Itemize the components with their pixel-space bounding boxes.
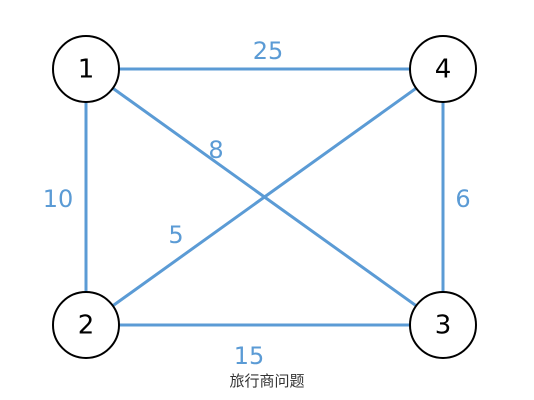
node-circle-1 [52, 35, 120, 103]
edges-layer [84, 67, 445, 327]
node-label-1: 1 [78, 55, 95, 85]
edge-weight-2-3: 15 [234, 342, 265, 370]
node-circle-4 [409, 35, 477, 103]
figure-caption: 旅行商问题 [229, 372, 305, 390]
node-label-2: 2 [78, 311, 95, 341]
nodes-layer: 1 2 3 4 [52, 35, 477, 359]
node-label-4: 4 [435, 55, 452, 85]
node-4: 4 [409, 35, 477, 103]
edge-weight-1-3: 8 [208, 136, 223, 164]
edge-weight-1-2: 10 [43, 185, 74, 213]
node-3: 3 [409, 291, 477, 359]
node-circle-2 [52, 291, 120, 359]
edge-weight-4-3: 6 [455, 185, 470, 213]
node-label-3: 3 [435, 311, 452, 341]
node-2: 2 [52, 291, 120, 359]
weights-layer: 25 10 8 5 6 15 [43, 37, 471, 370]
edge-weight-2-4: 5 [168, 221, 183, 249]
node-1: 1 [52, 35, 120, 103]
edge-2-4 [84, 67, 445, 327]
edge-weight-1-4: 25 [253, 37, 284, 65]
node-circle-3 [409, 291, 477, 359]
